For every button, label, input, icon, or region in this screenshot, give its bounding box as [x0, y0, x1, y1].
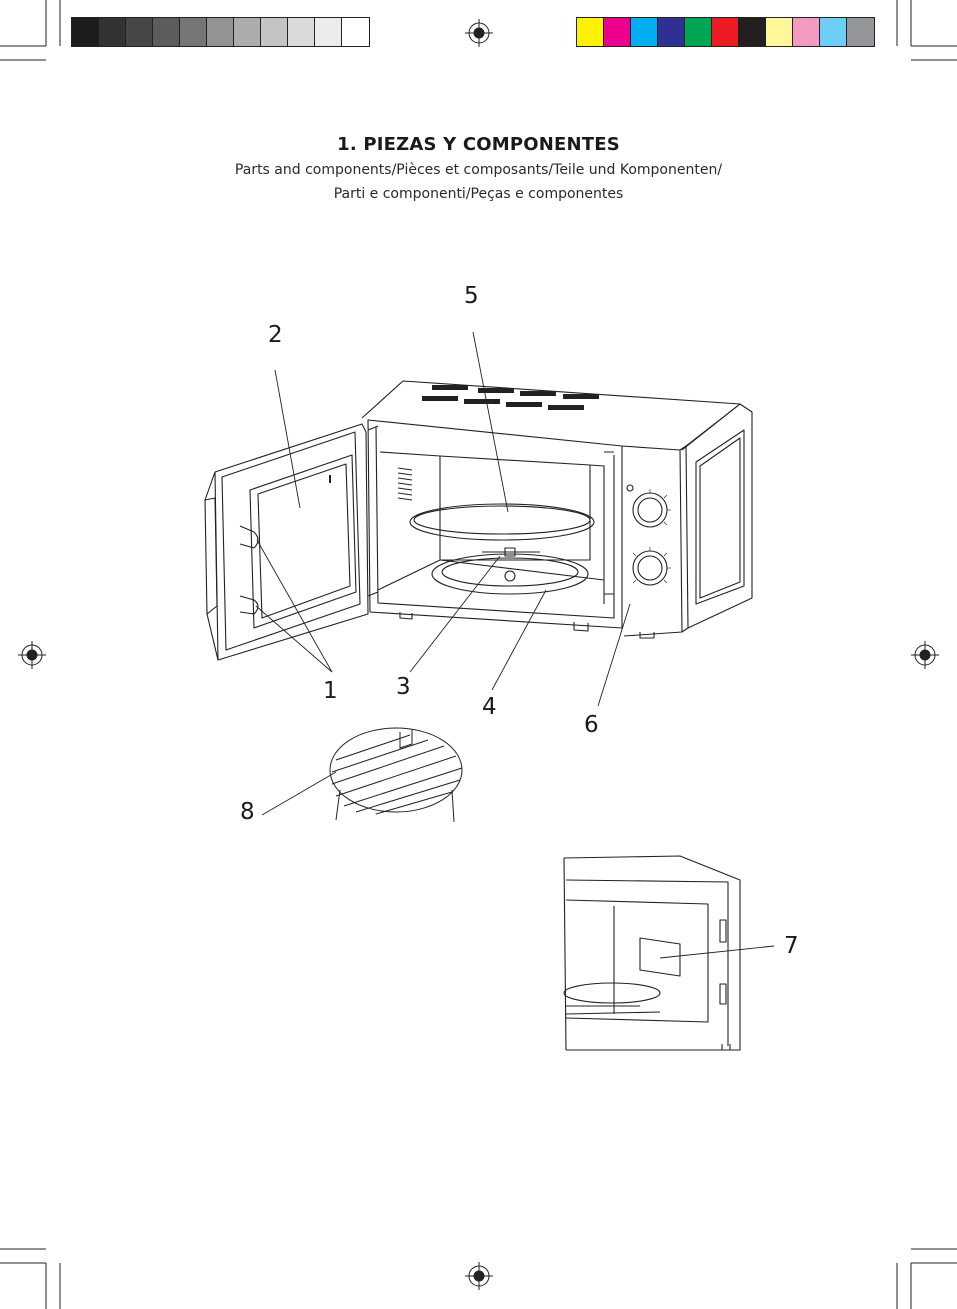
callout-5: 5 [464, 283, 479, 309]
callout-6: 6 [584, 712, 599, 738]
callout-2: 2 [268, 322, 283, 348]
callout-1: 1 [323, 678, 338, 704]
callout-8: 8 [240, 799, 255, 825]
callout-3: 3 [396, 674, 411, 700]
callout-7: 7 [784, 933, 799, 959]
callout-4: 4 [482, 694, 497, 720]
